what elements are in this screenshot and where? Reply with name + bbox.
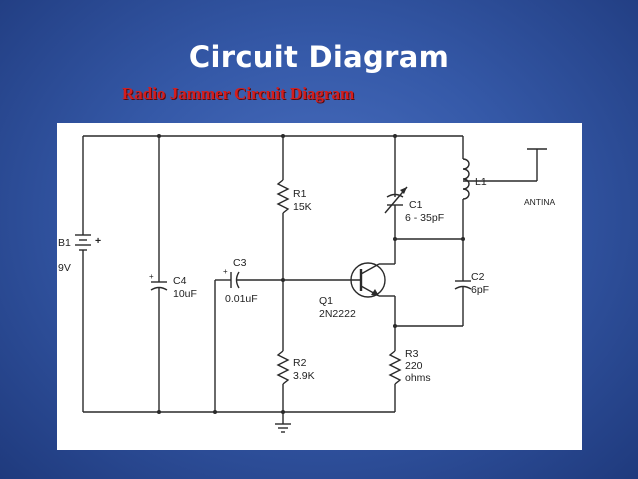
capacitor-c2 xyxy=(393,239,472,328)
q1-value: 2N2222 xyxy=(319,308,356,320)
capacitor-c1 xyxy=(384,134,408,241)
antenna-label: ANTINA xyxy=(524,197,556,207)
resistor-r2 xyxy=(276,350,290,412)
r3-value-line2: ohms xyxy=(405,372,431,384)
resistor-r1 xyxy=(276,136,290,351)
antenna-icon xyxy=(463,148,547,182)
q1-label: Q1 xyxy=(319,295,333,307)
slide-title: Circuit Diagram xyxy=(188,40,450,74)
capacitor-c3: + xyxy=(214,267,285,412)
c2-label: C2 xyxy=(471,271,485,283)
c3-value: 0.01uF xyxy=(225,293,258,305)
svg-text:+: + xyxy=(223,267,228,276)
l1-label: L1 xyxy=(475,176,487,188)
r3-label: R3 xyxy=(405,348,419,360)
svg-text:+: + xyxy=(95,235,101,247)
diagram-subtitle: Radio Jammer Circuit Diagram xyxy=(122,84,355,103)
ground-icon xyxy=(275,410,291,433)
c1-label: C1 xyxy=(409,199,423,211)
transistor-q1 xyxy=(283,239,396,351)
c4-value: 10uF xyxy=(173,288,197,300)
resistor-r3 xyxy=(388,350,402,412)
r2-value: 3.9K xyxy=(293,370,315,382)
inductor-l1 xyxy=(395,135,470,241)
b1-label: B1 xyxy=(58,237,71,249)
c1-value: 6 - 35pF xyxy=(405,212,444,224)
battery-b1: + xyxy=(75,136,101,412)
capacitor-c4: + xyxy=(149,136,168,412)
circuit-diagram-panel: + B1 9V + C4 10uF R1 15K R2 3.9K xyxy=(57,123,582,450)
c4-label: C4 xyxy=(173,275,187,287)
b1-value: 9V xyxy=(58,262,71,274)
r1-label: R1 xyxy=(293,188,307,200)
svg-text:+: + xyxy=(149,272,154,281)
c2-value: 6pF xyxy=(471,284,489,296)
r2-label: R2 xyxy=(293,357,307,369)
circuit-diagram: + B1 9V + C4 10uF R1 15K R2 3.9K xyxy=(58,134,556,433)
r3-value-line1: 220 xyxy=(405,360,423,372)
c3-label: C3 xyxy=(233,257,247,269)
r1-value: 15K xyxy=(293,201,312,213)
